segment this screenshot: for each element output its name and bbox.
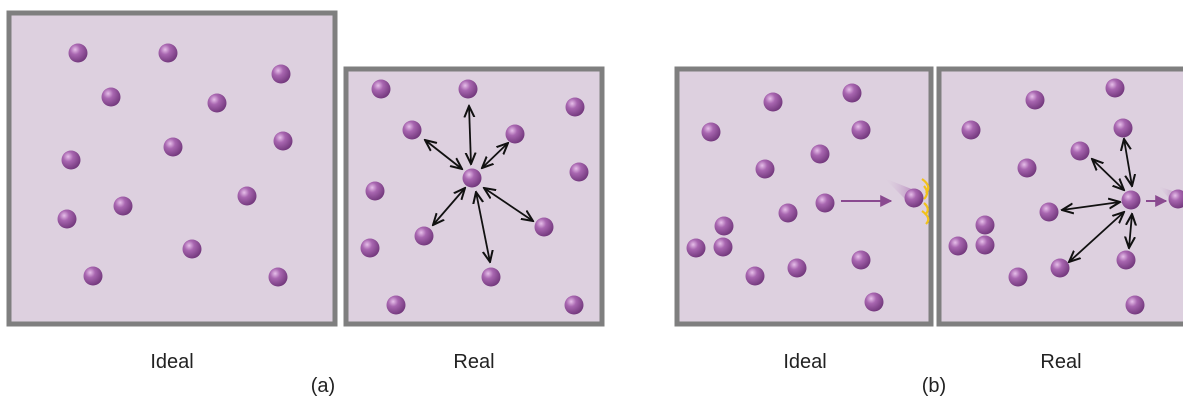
molecules-a-ideal	[57, 43, 293, 287]
molecules-b-real	[948, 78, 1183, 315]
arrow	[1124, 139, 1132, 186]
molecule	[207, 93, 227, 113]
molecule	[851, 250, 871, 270]
molecule	[1039, 202, 1059, 222]
molecule	[1050, 258, 1070, 278]
molecule	[268, 267, 288, 287]
caption-a-ideal: Ideal	[150, 351, 193, 373]
box-b-real	[936, 66, 1183, 327]
box-a-real	[343, 66, 605, 327]
caption-b-label: (b)	[922, 375, 946, 397]
arrow	[1069, 212, 1124, 262]
molecule	[948, 236, 968, 256]
molecule	[755, 159, 775, 179]
molecule	[745, 266, 765, 286]
molecule	[810, 144, 830, 164]
molecule	[365, 181, 385, 201]
molecule	[182, 239, 202, 259]
arrow	[1129, 214, 1132, 248]
molecule	[371, 79, 391, 99]
arrow	[433, 188, 465, 225]
molecule-wall-impact	[1168, 189, 1183, 209]
arrow	[425, 140, 462, 169]
molecule	[113, 196, 133, 216]
attraction-arrows-b	[1062, 139, 1132, 262]
molecule	[1125, 295, 1145, 315]
molecule	[778, 203, 798, 223]
molecule	[975, 215, 995, 235]
molecule-wall-impact	[904, 188, 924, 208]
molecule	[1105, 78, 1125, 98]
molecule	[237, 186, 257, 206]
molecule	[975, 235, 995, 255]
molecule	[402, 120, 422, 140]
arrow	[1092, 159, 1124, 190]
molecule	[763, 92, 783, 112]
molecule	[534, 217, 554, 237]
molecules-b-ideal	[686, 83, 884, 312]
molecule	[713, 237, 733, 257]
caption-a-label: (a)	[311, 375, 335, 397]
molecule	[68, 43, 88, 63]
molecule	[701, 122, 721, 142]
molecule	[564, 295, 584, 315]
caption-b-ideal: Ideal	[783, 351, 826, 373]
molecule	[1008, 267, 1028, 287]
molecule	[1017, 158, 1037, 178]
arrow	[469, 106, 471, 164]
molecule	[714, 216, 734, 236]
molecule	[1116, 250, 1136, 270]
molecule	[569, 162, 589, 182]
molecule-center	[462, 168, 482, 188]
attraction-arrows-a	[425, 106, 533, 262]
molecule	[360, 238, 380, 258]
molecule	[481, 267, 501, 287]
molecule	[1025, 90, 1045, 110]
molecule	[386, 295, 406, 315]
molecule	[458, 79, 478, 99]
molecule	[961, 120, 981, 140]
molecule	[565, 97, 585, 117]
molecule	[864, 292, 884, 312]
molecule	[158, 43, 178, 63]
molecule	[101, 87, 121, 107]
molecule	[83, 266, 103, 286]
molecule	[686, 238, 706, 258]
arrow	[482, 143, 508, 168]
molecule	[61, 150, 81, 170]
molecule	[273, 131, 293, 151]
molecule	[163, 137, 183, 157]
molecule	[787, 258, 807, 278]
molecule	[1070, 141, 1090, 161]
wall-impact-icon	[921, 178, 930, 225]
molecule	[1113, 118, 1133, 138]
molecule	[414, 226, 434, 246]
molecule	[842, 83, 862, 103]
molecule	[851, 120, 871, 140]
arrow	[1062, 202, 1120, 210]
molecules-a-real	[360, 79, 589, 315]
molecule	[271, 64, 291, 84]
arrow	[476, 192, 490, 262]
molecule	[57, 209, 77, 229]
molecule	[505, 124, 525, 144]
box-b-ideal	[674, 66, 934, 327]
caption-a-real: Real	[453, 351, 494, 373]
molecule-center	[1121, 190, 1141, 210]
caption-b-real: Real	[1040, 351, 1081, 373]
molecule	[815, 193, 835, 213]
